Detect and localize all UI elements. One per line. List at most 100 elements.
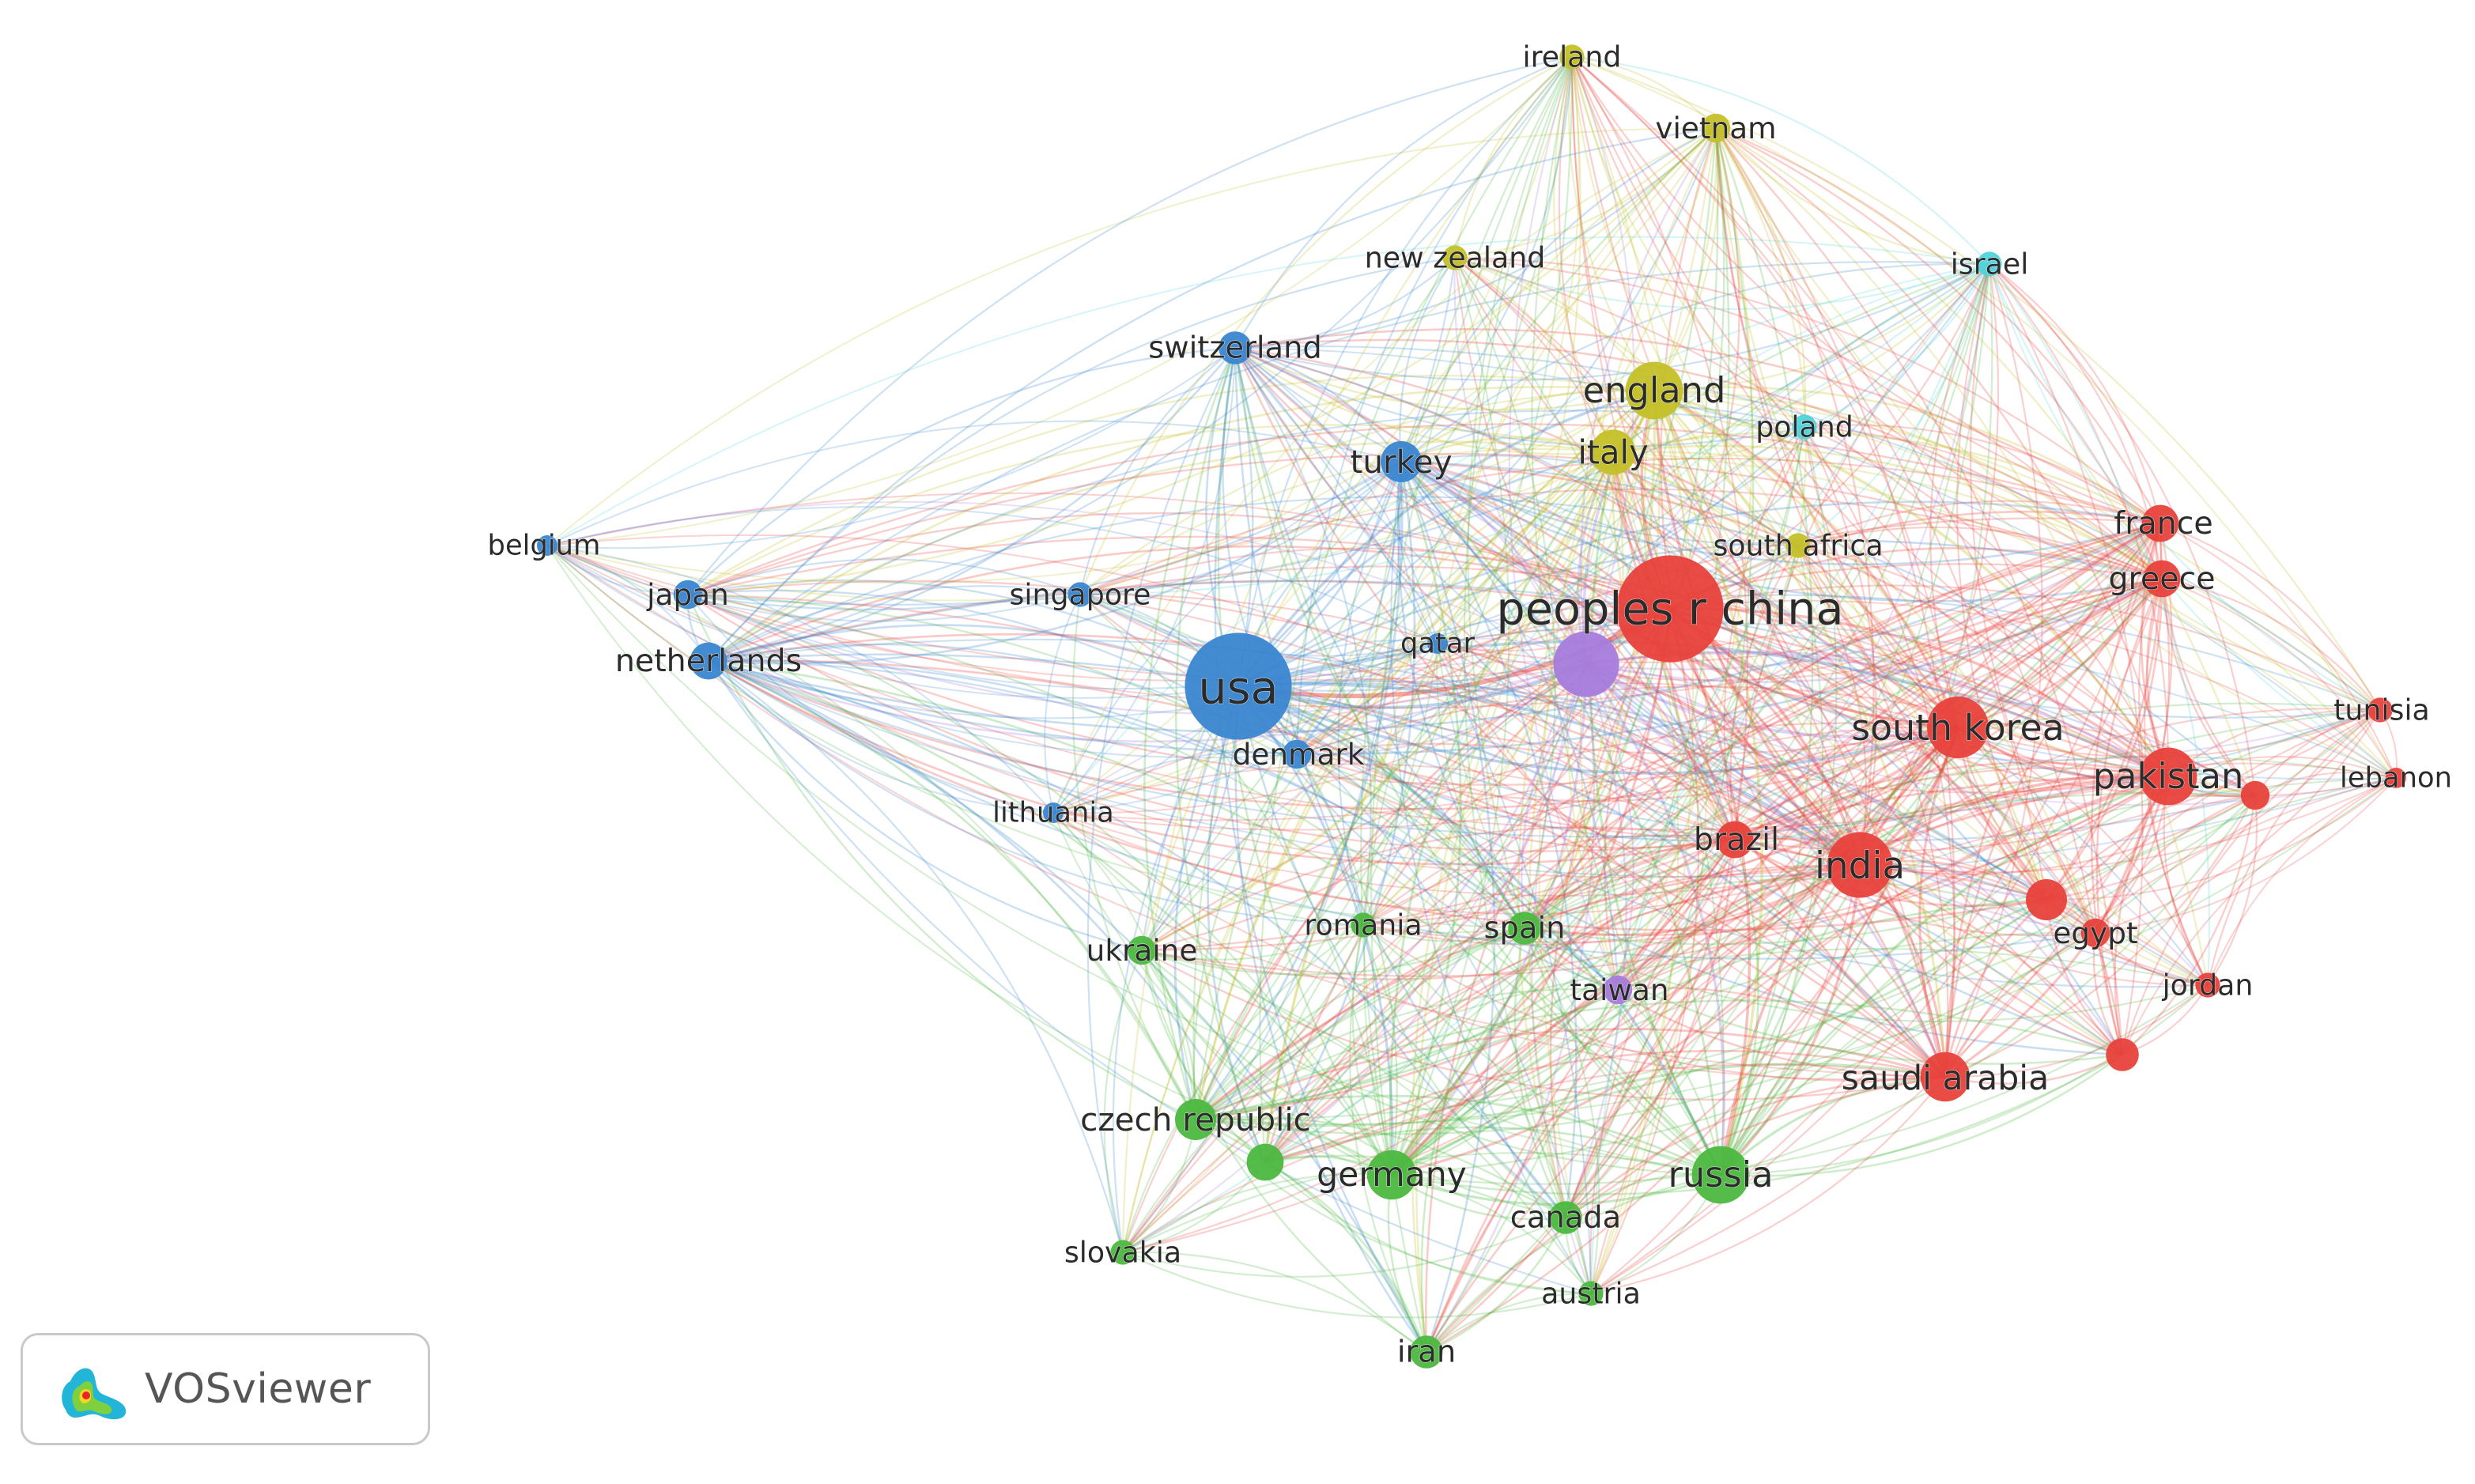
node-saudi-arabia[interactable] [1920,1052,1971,1102]
network-link [1720,426,1838,1176]
network-link [1734,838,1947,1078]
label-greece: greece [2108,561,2215,597]
node-switzerland[interactable] [1219,331,1252,364]
network-link [1195,775,2169,1121]
network-link [1400,461,2397,780]
network-link [1391,898,2047,1176]
node-france[interactable] [2141,504,2179,542]
network-link [1454,256,1990,311]
node-new-zealand[interactable] [1442,245,1468,270]
network-link [2095,777,2397,935]
node-ukraine[interactable] [1127,935,1157,965]
node-usa[interactable] [1185,632,1292,740]
network-link [1400,56,1574,463]
network-link [1617,863,1861,991]
node-red-node-b[interactable] [2026,879,2067,920]
network-link [687,346,1236,595]
node-south-korea[interactable] [1927,697,1989,758]
network-link [1122,839,1736,1254]
node-netherlands[interactable] [690,642,727,680]
network-link [708,660,1143,952]
network-link [1585,663,2397,806]
node-italy[interactable] [1590,429,1636,475]
network-link [1957,578,2163,729]
network-link [1617,987,1946,1078]
network-link [1389,451,1615,1176]
network-link [1362,864,1861,946]
network-link [1653,389,2397,779]
network-link [1669,607,2096,934]
node-pakistan[interactable] [2139,747,2197,806]
node-peoples-r-china[interactable] [1616,555,1724,663]
node-germany[interactable] [1366,1150,1417,1200]
network-link [1803,426,1959,728]
label-lebanon: lebanon [2340,762,2452,795]
node-tunisia[interactable] [2367,697,2393,723]
network-link [1360,56,1573,1176]
node-india[interactable] [1827,832,1893,898]
node-brazil[interactable] [1716,821,1754,859]
node-poland[interactable] [1792,414,1817,440]
node-denmark[interactable] [1282,739,1312,769]
node-japan[interactable] [673,580,703,610]
node-purple-hub[interactable] [1553,631,1619,697]
node-lebanon[interactable] [2386,768,2406,788]
node-turkey[interactable] [1381,441,1422,482]
node-ireland[interactable] [1559,44,1585,70]
network-link [708,440,1614,663]
node-czech-republic[interactable] [1175,1099,1216,1140]
network-link [1296,517,2161,755]
node-south-africa[interactable] [1785,533,1811,558]
node-romania[interactable] [1351,912,1376,938]
network-link [1264,727,1959,1164]
node-qatar[interactable] [1427,633,1448,654]
node-belgium[interactable] [537,535,557,556]
network-link [1052,127,1717,814]
network-link [1399,257,1456,463]
node-jordan[interactable] [2195,972,2220,998]
network-link [708,659,1525,929]
network-link [1141,262,1990,951]
node-england[interactable] [1625,361,1683,420]
network-link [687,452,2163,596]
network-link [1194,389,1655,1120]
network-link [1989,263,2162,524]
node-austria[interactable] [1578,1281,1604,1306]
node-green-node-a[interactable] [1246,1143,1284,1181]
node-red-node-a[interactable] [2240,780,2270,810]
network-link [1234,347,1861,867]
network-link [687,424,1614,596]
network-link [1612,451,2048,901]
network-link [2114,776,2170,1055]
network-link [1524,927,1946,1078]
network-link [1362,56,1581,926]
network-link [1425,522,2161,1353]
node-spain[interactable] [1508,912,1541,945]
network-link [1524,927,1600,1294]
network-link [1141,950,1197,1120]
network-link [1989,263,2397,779]
node-vietnam[interactable] [1701,113,1731,143]
node-canada[interactable] [1549,1201,1582,1234]
network-link [1296,461,1403,755]
node-red-node-c[interactable] [2106,1038,2139,1071]
node-taiwan[interactable] [1603,975,1633,1005]
network-link [1571,56,2163,580]
network-link [1669,584,2381,711]
node-egypt[interactable] [2080,918,2110,948]
network-link [2046,777,2397,901]
node-israel[interactable] [1977,251,2002,277]
network-link [1390,608,1672,1176]
node-iran[interactable] [1410,1335,1443,1369]
network-link [1585,663,1861,867]
network-link [1617,577,2163,991]
node-lithuania[interactable] [1043,802,1064,823]
node-singapore[interactable] [1067,582,1093,607]
node-slovakia[interactable] [1110,1240,1135,1265]
node-greece[interactable] [2143,560,2181,598]
node-russia[interactable] [1691,1146,1750,1204]
network-link [1400,461,1619,991]
network-link [1426,127,1730,1353]
network-link [1669,606,2170,778]
network-link [1122,577,2163,1253]
